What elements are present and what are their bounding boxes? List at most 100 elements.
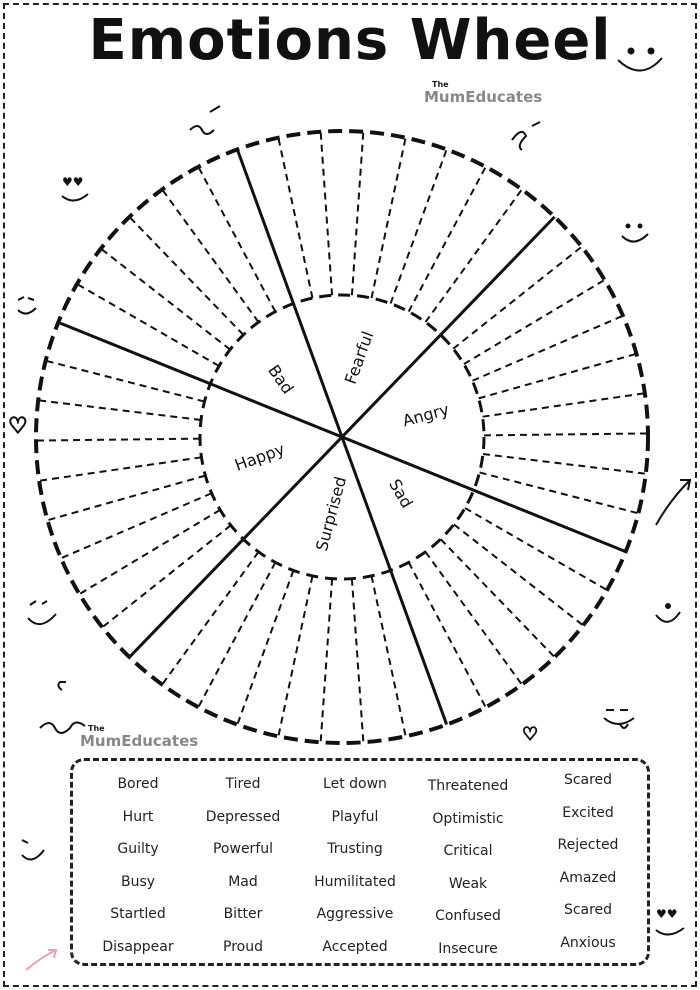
heart-eyes-icon: ♥♥ bbox=[61, 175, 89, 202]
word: Threatened bbox=[427, 778, 509, 794]
word: Let down bbox=[323, 776, 387, 792]
dashed-border bbox=[3, 3, 697, 987]
dashed-spoke bbox=[100, 247, 231, 351]
heart-eyes-icon: ♥♥ bbox=[655, 907, 685, 936]
wink-icon bbox=[21, 839, 45, 861]
dashed-spoke bbox=[60, 492, 213, 560]
smiley-icon bbox=[621, 223, 649, 243]
dashed-spoke bbox=[350, 578, 365, 743]
word: Powerful bbox=[212, 841, 274, 857]
dashed-spoke bbox=[38, 399, 202, 421]
svg-text:♡: ♡ bbox=[522, 724, 538, 745]
dashed-spoke bbox=[161, 551, 260, 686]
dashed-spoke bbox=[277, 575, 314, 737]
word: Busy bbox=[120, 873, 156, 890]
word: Trusting bbox=[327, 841, 383, 857]
wink-icon bbox=[17, 296, 37, 315]
dashed-spoke bbox=[463, 279, 606, 365]
dashed-spoke bbox=[370, 137, 407, 299]
dashed-spoke bbox=[479, 471, 639, 515]
dashed-spoke bbox=[370, 575, 407, 737]
dashed-spoke bbox=[47, 474, 206, 522]
dashed-spoke bbox=[78, 509, 221, 595]
dashed-spoke bbox=[452, 245, 583, 350]
dashed-spoke bbox=[277, 137, 314, 299]
dashed-spoke bbox=[482, 453, 646, 475]
dashed-spoke bbox=[483, 432, 648, 437]
word: Bored bbox=[117, 776, 159, 792]
dashed-spoke bbox=[439, 538, 556, 658]
svg-text:♥♥: ♥♥ bbox=[62, 175, 84, 189]
word: Disappear bbox=[102, 938, 174, 955]
word: Accepted bbox=[322, 938, 388, 955]
word-column: Let down Playful Trusting Humilitated Ag… bbox=[295, 771, 415, 966]
dashed-spoke bbox=[407, 561, 487, 708]
squiggle-icon bbox=[511, 121, 541, 151]
word: Anxious bbox=[560, 934, 616, 951]
heart-icon: ♡ bbox=[7, 413, 28, 440]
dashed-spoke bbox=[350, 131, 365, 296]
dashed-spoke bbox=[161, 188, 260, 323]
dashed-spoke bbox=[319, 131, 334, 296]
word: Hurt bbox=[122, 808, 154, 825]
smiley-icon bbox=[617, 47, 663, 72]
word: Scared bbox=[563, 902, 613, 918]
squiggle-icon bbox=[39, 681, 86, 734]
word: Scared bbox=[563, 772, 613, 788]
dashed-spoke bbox=[39, 456, 202, 482]
word: Playful bbox=[331, 808, 379, 825]
dashed-spoke bbox=[482, 392, 645, 418]
dashed-spoke bbox=[478, 352, 637, 400]
word: Insecure bbox=[438, 940, 498, 957]
dashed-spoke bbox=[45, 359, 205, 403]
outer-circle bbox=[34, 129, 650, 745]
svg-text:♥♥: ♥♥ bbox=[656, 907, 678, 921]
dashed-spoke bbox=[471, 314, 624, 382]
arrow-icon bbox=[25, 949, 58, 971]
decorations: ♥♥ ♡ ♡ ♥♥ bbox=[7, 47, 692, 971]
word: Depressed bbox=[205, 808, 281, 825]
squiggle-icon bbox=[189, 105, 221, 135]
dashed-spoke bbox=[101, 524, 232, 629]
smiley-icon bbox=[655, 603, 681, 623]
wink-icon bbox=[27, 600, 57, 625]
word: Rejected bbox=[557, 837, 619, 853]
word-bank: Bored Hurt Guilty Busy Startled Disappea… bbox=[70, 758, 650, 966]
dashed-spoke bbox=[236, 570, 295, 725]
word: Tired bbox=[225, 776, 261, 792]
svg-text:♡: ♡ bbox=[8, 414, 28, 439]
word: Optimistic bbox=[432, 810, 504, 827]
word: Excited bbox=[562, 804, 614, 821]
word: Mad bbox=[228, 873, 258, 890]
dashed-spoke bbox=[407, 166, 487, 313]
dashed-spoke bbox=[76, 283, 220, 367]
arrow-icon bbox=[655, 479, 692, 526]
dashed-spoke bbox=[424, 188, 523, 323]
word: Critical bbox=[443, 843, 493, 859]
word: Aggressive bbox=[316, 906, 394, 922]
sector-divider bbox=[128, 215, 556, 659]
dashed-spoke bbox=[424, 551, 523, 686]
page-title: Emotions Wheel bbox=[88, 8, 612, 73]
word: Confused bbox=[435, 908, 501, 924]
word: Humilitated bbox=[314, 873, 396, 890]
dashed-spoke bbox=[36, 437, 201, 442]
word-column: Threatened Optimistic Critical Weak Conf… bbox=[408, 773, 528, 968]
dashed-spoke bbox=[319, 578, 334, 743]
dashed-spoke bbox=[464, 507, 608, 591]
word: Guilty bbox=[117, 841, 159, 857]
word: Bitter bbox=[223, 906, 263, 922]
word: Startled bbox=[110, 906, 166, 922]
word: Weak bbox=[448, 875, 488, 892]
word: Proud bbox=[223, 938, 263, 955]
dashed-spoke bbox=[389, 149, 448, 304]
word-column: Scared Excited Rejected Amazed Scared An… bbox=[528, 767, 648, 962]
tongue-face-icon bbox=[603, 709, 635, 729]
heart-icon: ♡ bbox=[521, 723, 538, 745]
word-column: Tired Depressed Powerful Mad Bitter Prou… bbox=[183, 771, 303, 966]
dashed-spoke bbox=[453, 523, 584, 627]
